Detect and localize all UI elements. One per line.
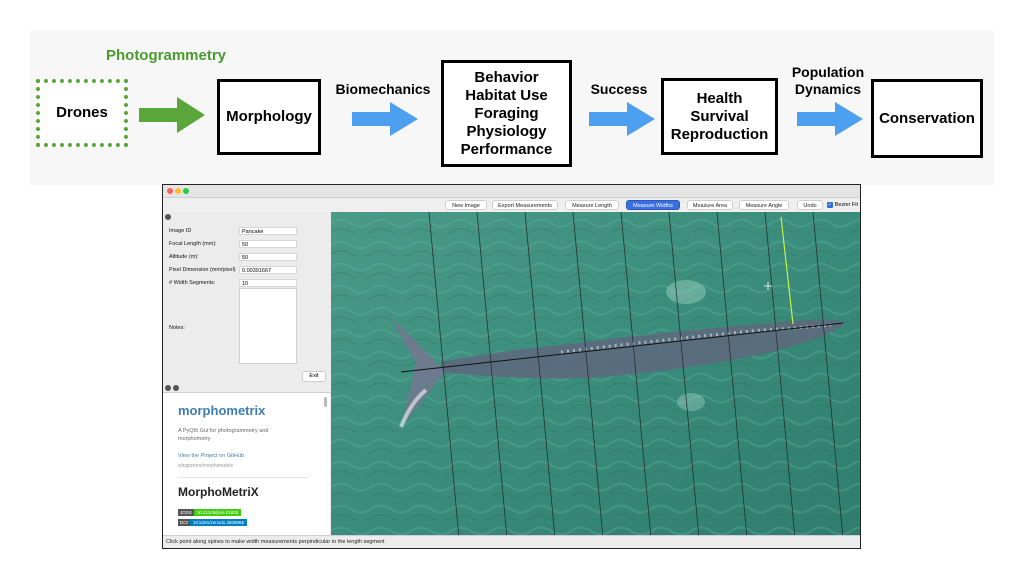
image-id-input[interactable]: Pancake (239, 227, 297, 235)
badge-key: JOSS (178, 509, 194, 516)
joss-badge[interactable]: JOSS 10.21105/joss.01825 (178, 509, 242, 516)
node-morphology-text: Morphology (226, 108, 312, 125)
app-window: New Image Export Measurements Measure Le… (162, 184, 861, 549)
label-population-line: Dynamics (794, 81, 862, 97)
green-arrow (139, 97, 205, 133)
doi-badge[interactable]: DOI 10.5281/zenodo.3606865 (178, 519, 248, 526)
altitude-label: Altitude (m): (169, 254, 199, 260)
pixel-dimension-input[interactable]: 0.00391667 (239, 266, 297, 274)
node-behavior: Behavior Habitat Use Foraging Physiology… (441, 60, 572, 167)
exit-button[interactable]: Exit (302, 371, 326, 382)
divider (178, 477, 308, 478)
width-segments-label: # Width Segments: (169, 280, 216, 286)
label-population-dynamics: Population Dynamics (788, 64, 868, 98)
aerial-whale-photo[interactable] (331, 212, 861, 538)
pixel-dimension-label: Pixel Dimension (mm/pixel) (169, 267, 236, 273)
node-behavior-line: Behavior (474, 68, 539, 86)
width-segments-input[interactable]: 10 (239, 279, 297, 287)
scrollbar[interactable] (324, 397, 327, 407)
node-health-line: Survival (690, 107, 749, 125)
web-panel: morphometrix A PyQt5 Gui for photogramme… (163, 392, 330, 539)
measure-area-button[interactable]: Measure Area (687, 200, 733, 210)
checkbox-checked-icon[interactable]: ✓ (826, 202, 833, 208)
node-health-line: Health (696, 89, 743, 107)
bezier-fit-toggle[interactable]: ✓ Bezier Fit (826, 200, 858, 210)
blue-arrow-1 (352, 102, 418, 136)
node-behavior-line: Performance (460, 140, 553, 158)
label-photogrammetry: Photogrammetry (105, 47, 227, 64)
badge-value: 10.5281/zenodo.3606865 (190, 519, 248, 526)
maximize-window-button[interactable] (183, 188, 189, 194)
node-drones: Drones (36, 79, 128, 147)
blue-arrow-2 (589, 102, 655, 136)
web-subtitle: A PyQt5 Gui for photogrammetry and morph… (178, 428, 269, 442)
new-image-button[interactable]: New Image (445, 200, 487, 210)
altitude-input[interactable]: 50 (239, 253, 297, 261)
toolbar: New Image Export Measurements Measure Le… (163, 198, 860, 212)
dock-close-icon[interactable] (173, 385, 179, 391)
badge-value: 10.21105/joss.01825 (193, 509, 242, 516)
node-conservation: Conservation (871, 79, 983, 158)
label-success: Success (590, 81, 648, 97)
node-health: Health Survival Reproduction (661, 78, 778, 155)
minimize-window-button[interactable] (175, 188, 181, 194)
measure-angle-button[interactable]: Measure Angle (739, 200, 789, 210)
web-title: morphometrix (178, 403, 266, 418)
node-behavior-line: Habitat Use (465, 86, 548, 104)
node-conservation-text: Conservation (879, 109, 975, 127)
label-biomechanics: Biomechanics (335, 81, 431, 97)
image-id-label: Image ID (169, 228, 192, 234)
export-measurements-button[interactable]: Export Measurements (492, 200, 558, 210)
node-behavior-line: Physiology (466, 122, 547, 140)
dock-float-icon[interactable] (165, 385, 171, 391)
focal-length-label: Focal Length (mm): (169, 241, 217, 247)
bezier-fit-label: Bezier Fit (834, 202, 858, 208)
node-behavior-line: Foraging (474, 104, 539, 122)
github-link[interactable]: View the Project on GitHub (178, 453, 244, 459)
badge-key: DOI (178, 519, 191, 526)
title-bar (163, 185, 860, 198)
node-morphology: Morphology (217, 79, 321, 155)
blue-arrow-3 (797, 102, 863, 136)
status-bar: Click point along spines to make width m… (163, 535, 860, 548)
image-canvas[interactable] (331, 212, 861, 538)
notes-textarea[interactable] (239, 288, 297, 364)
repo-name: wingtorres/morphometrix (178, 463, 234, 469)
web-heading: MorphoMetriX (178, 485, 259, 499)
node-drones-text: Drones (56, 104, 108, 121)
left-dock: Image ID Pancake Focal Length (mm): 50 A… (163, 212, 330, 539)
close-window-button[interactable] (167, 188, 173, 194)
focal-length-input[interactable]: 50 (239, 240, 297, 248)
notes-label: Notes: (169, 325, 185, 331)
measure-length-button[interactable]: Measure Length (565, 200, 619, 210)
dock-close-icon[interactable] (165, 214, 171, 220)
measure-widths-button[interactable]: Measure Widths (626, 200, 680, 210)
label-population-line: Population (791, 64, 865, 80)
undo-button[interactable]: Undo (797, 200, 823, 210)
node-health-line: Reproduction (670, 125, 769, 143)
